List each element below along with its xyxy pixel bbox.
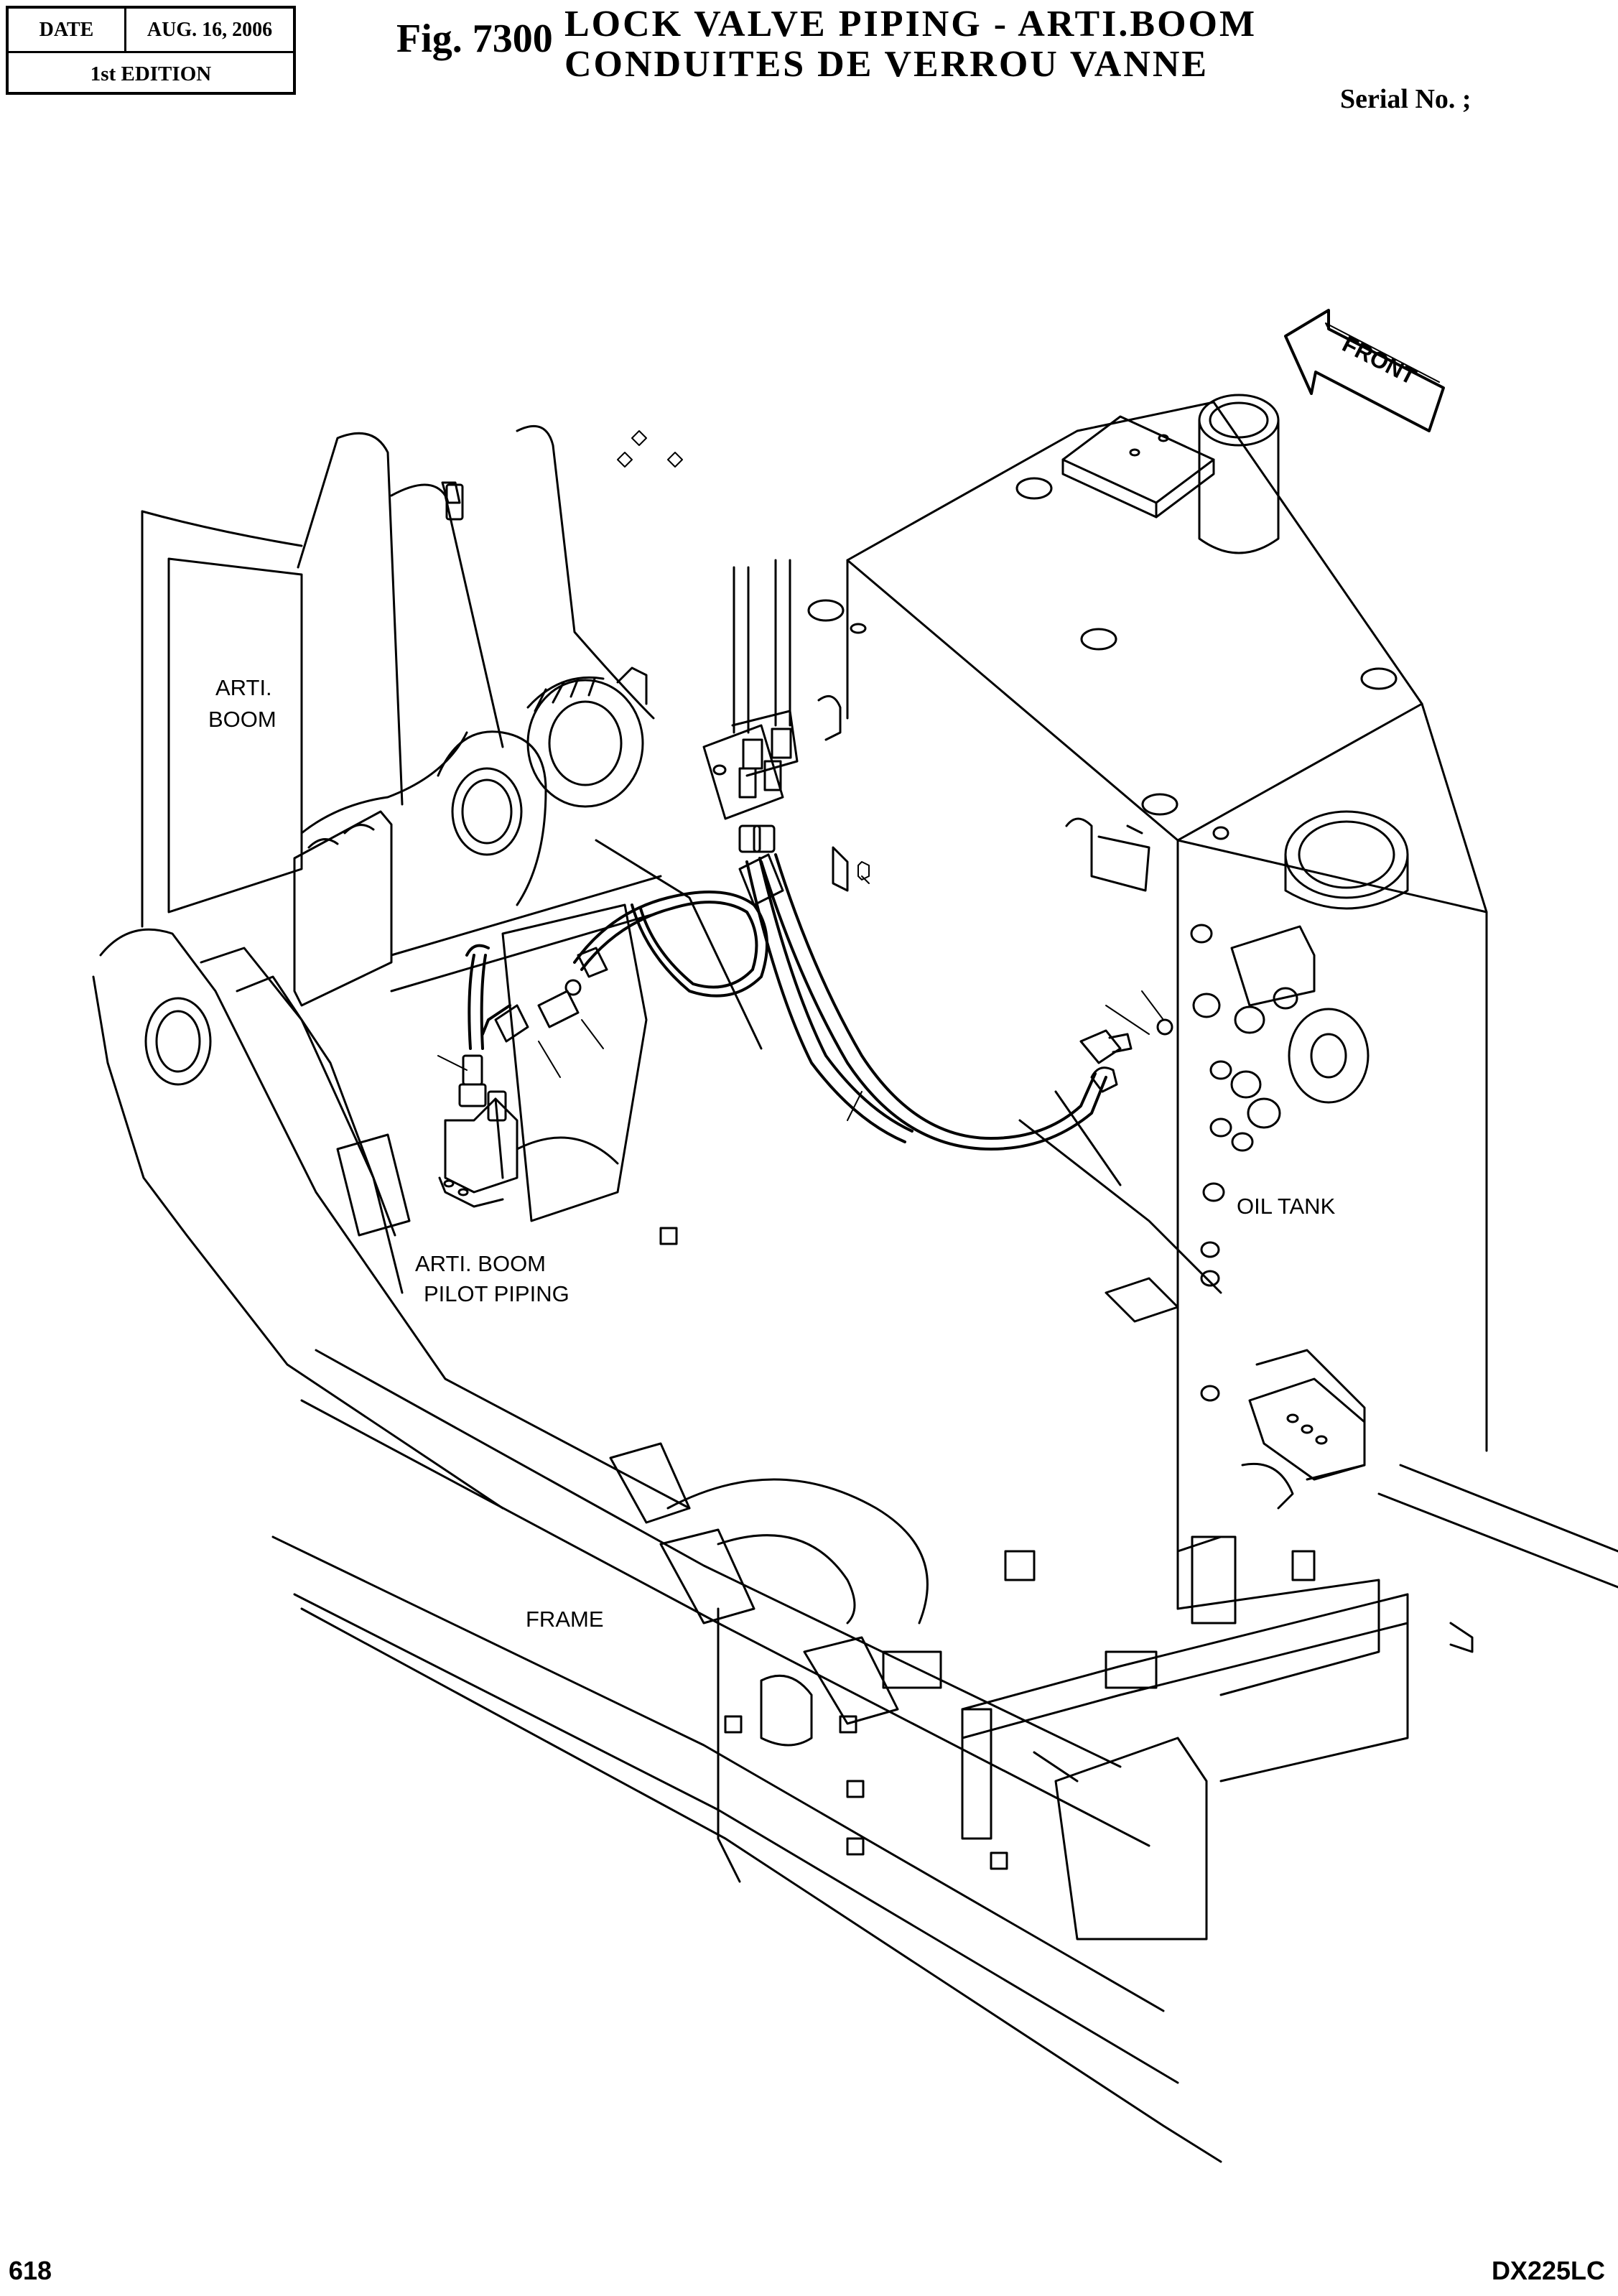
frame-structure <box>92 928 1618 2163</box>
front-arrow-icon <box>1284 309 1445 432</box>
edition-row: 1st EDITION <box>9 53 293 95</box>
arti-boom-structure <box>141 424 763 1222</box>
pilot-piping-label-line1: ARTI. BOOM <box>415 1251 546 1276</box>
frame-label: FRAME <box>526 1607 604 1632</box>
page-number: 618 <box>9 2256 52 2285</box>
title-english: LOCK VALVE PIPING - ARTI.BOOM <box>564 4 1257 45</box>
figure-number: Fig. 7300 <box>396 17 553 61</box>
date-edition-box: DATE AUG. 16, 2006 1st EDITION <box>6 6 296 95</box>
model-code: DX225LC <box>1491 2256 1605 2285</box>
arti-boom-label-line1: ARTI. <box>215 675 272 700</box>
hose-fittings <box>438 824 1173 1208</box>
oil-tank-structure <box>807 394 1488 1610</box>
pilot-lines <box>702 559 842 820</box>
edition-label: 1st EDITION <box>90 62 212 85</box>
date-row: DATE AUG. 16, 2006 <box>9 9 293 53</box>
oil-tank-label: OIL TANK <box>1237 1194 1336 1219</box>
front-label: FRONT <box>1339 330 1421 389</box>
bolt-markers <box>617 430 870 884</box>
date-label: DATE <box>9 9 126 51</box>
hoses <box>465 853 1107 1151</box>
pilot-piping-label-line2: PILOT PIPING <box>424 1281 569 1306</box>
title-french: CONDUITES DE VERROU VANNE <box>564 44 1209 85</box>
serial-number: Serial No. ; <box>1340 84 1471 114</box>
arti-boom-label-line2: BOOM <box>208 707 276 732</box>
leader-lines <box>437 990 1164 1121</box>
date-value: AUG. 16, 2006 <box>147 18 273 41</box>
